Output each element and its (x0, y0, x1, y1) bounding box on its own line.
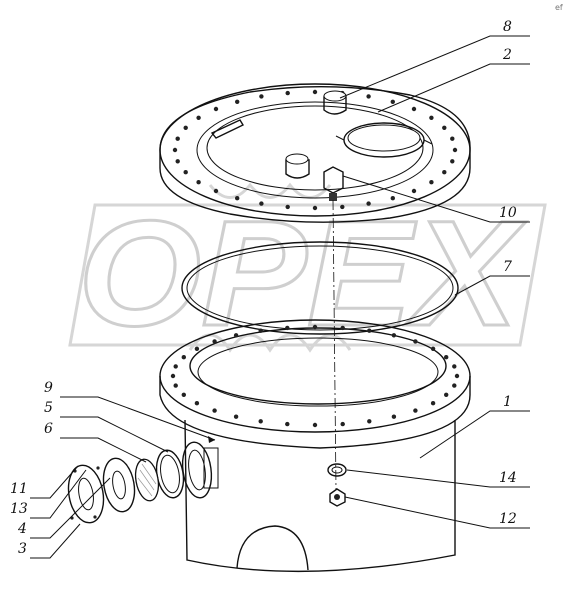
body-bolt-hole (258, 328, 263, 333)
lid-bolt-hole (366, 201, 371, 206)
body-bolt-hole (391, 414, 397, 419)
lid-bolt-hole (213, 106, 219, 112)
body-bolt-hole (367, 328, 372, 333)
lid-bolt-hole (411, 188, 417, 194)
lid-bolt-hole (285, 90, 290, 96)
body-bolt-hole (173, 364, 178, 369)
part-label-7: 7 (503, 259, 512, 275)
lid-bolt-hole (285, 204, 290, 210)
body-bolt-hole (367, 419, 372, 424)
body-bolt-hole (391, 333, 397, 338)
gasket-ring (181, 241, 459, 335)
body-bolt-hole (233, 333, 239, 338)
body-bolt-hole (413, 339, 418, 344)
body-bolt-hole (258, 419, 263, 424)
body-bolt-hole (452, 383, 457, 388)
lid-bolt-hole (183, 125, 188, 130)
part-label-13: 13 (10, 501, 28, 517)
lid-bolt-hole (411, 106, 417, 112)
watermark-text: OPEX (78, 189, 526, 357)
part-label-1: 1 (503, 394, 512, 410)
lid-bolt-hole (312, 89, 318, 95)
body-bolt-hole (312, 324, 318, 330)
lid-bolt-hole (196, 180, 201, 185)
body-bolt-hole (413, 408, 418, 413)
body-bolt-hole (454, 373, 460, 379)
body-bolt-hole (444, 392, 449, 397)
body-bolt-hole (452, 364, 457, 369)
part-label-9: 9 (44, 380, 53, 396)
lid-bolt-hole (183, 170, 188, 175)
body-bolt-hole (194, 401, 200, 406)
lid-bolt-hole (429, 115, 434, 121)
lid-assembly (159, 83, 471, 223)
lid-bolt-hole (442, 170, 447, 175)
corner-mark: ef (555, 3, 563, 12)
part-label-14: 14 (499, 470, 517, 486)
lid-bolt-hole (429, 180, 434, 185)
body-bolt-hole (212, 408, 217, 413)
body-bolt-holes (170, 324, 460, 428)
part-labels: 8 2 10 7 1 9 5 6 11 13 4 3 14 12 (10, 19, 517, 557)
body-bolt-hole (285, 325, 290, 331)
lid-bolt-hole (175, 159, 180, 164)
lid-bolt-hole (172, 147, 178, 153)
tank-body (159, 319, 471, 573)
leader-lines (30, 35, 530, 559)
lid-bolt-hole (340, 204, 345, 210)
lid-bolt-hole (259, 201, 264, 206)
body-bolt-hole (170, 373, 176, 379)
body-bolt-hole (430, 346, 436, 351)
lid-bolt-hole (312, 205, 318, 211)
lid-bolt-hole (196, 115, 201, 121)
lid-bolt-hole (175, 136, 180, 141)
part-label-10: 10 (499, 205, 517, 221)
lid-bolt-hole (259, 94, 264, 99)
part-label-4: 4 (17, 521, 27, 537)
body-bolt-hole (340, 421, 345, 427)
body-bolt-hole (430, 401, 436, 406)
lid-bolt-hole (442, 125, 447, 130)
body-bolt-hole (312, 422, 318, 428)
lid-bolt-hole (235, 99, 240, 105)
lid-bolt-hole (213, 188, 219, 194)
body-bolt-hole (285, 421, 290, 427)
body-bolt-hole (181, 355, 186, 360)
body-bolt-hole (340, 325, 345, 331)
lid-bolt-hole (390, 196, 395, 201)
body-bolt-hole (233, 414, 239, 419)
lid-bolt-hole (390, 99, 395, 105)
part-label-8: 8 (503, 19, 512, 35)
lid-bolt-hole (366, 94, 371, 99)
watermark-logo: OPEX (68, 182, 547, 359)
body-bolt-hole (173, 383, 178, 388)
part-label-11: 11 (10, 481, 28, 497)
lid-bolt-hole (235, 196, 240, 201)
lid-bolt-hole (452, 147, 458, 153)
part-label-12: 12 (499, 511, 517, 527)
body-bolt-hole (194, 346, 200, 351)
part-label-3: 3 (18, 541, 27, 557)
body-bolt-hole (181, 392, 186, 397)
body-bolt-hole (444, 355, 449, 360)
part-label-5: 5 (44, 400, 53, 416)
body-bolt-hole (212, 339, 217, 344)
part-label-6: 6 (44, 421, 53, 437)
inspection-hatch-parts (67, 441, 219, 524)
part-label-2: 2 (502, 47, 512, 63)
lid-bolt-hole (450, 136, 455, 141)
lid-bolt-hole (450, 159, 455, 164)
